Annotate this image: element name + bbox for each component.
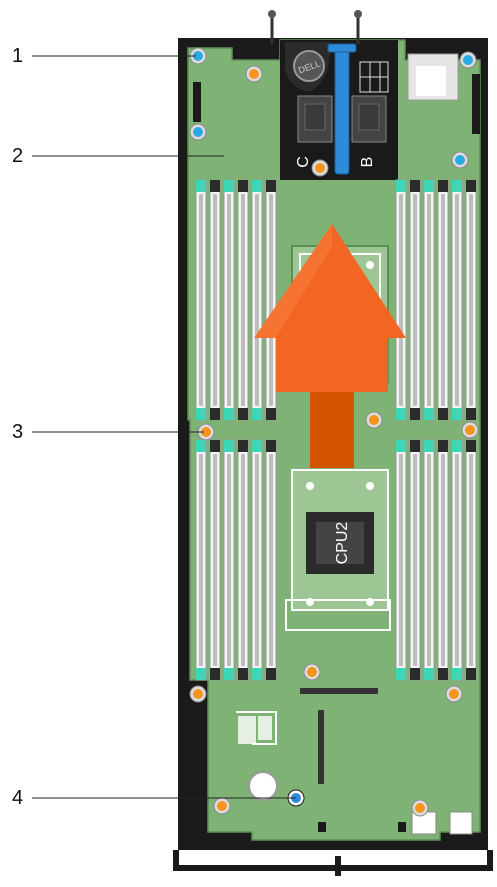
screw-head <box>369 415 379 425</box>
screw-head <box>465 425 475 435</box>
dimm-slot-latch <box>196 180 206 192</box>
dimm-slot-channel <box>255 454 259 666</box>
dimm-slot-latch <box>410 440 420 452</box>
dimm-slot-channel <box>199 454 203 666</box>
dimm-slot-latch <box>466 668 476 680</box>
screw-head <box>463 55 473 65</box>
cpu2-label: CPU2 <box>334 522 351 565</box>
dimm-slot-latch <box>238 668 248 680</box>
dimm-slot-channel <box>399 194 403 406</box>
dimm-slot-channel <box>227 454 231 666</box>
callout-3-number: 3 <box>12 422 23 442</box>
screw-head <box>193 689 203 699</box>
dimm-slot-latch <box>424 180 434 192</box>
dimm-slot-latch <box>224 408 234 420</box>
screw-head <box>193 127 203 137</box>
dimm-slot-latch <box>424 408 434 420</box>
dimm-slot-channel <box>269 194 273 406</box>
dimm-slot-channel <box>455 454 459 666</box>
dimm-slot-channel <box>469 194 473 406</box>
dimm-slot-latch <box>410 408 420 420</box>
dimm-slot-channel <box>199 194 203 406</box>
dimm-slot-latch <box>466 180 476 192</box>
screw-head <box>415 803 425 813</box>
screw-head <box>249 69 259 79</box>
dimm-slot-channel <box>413 454 417 666</box>
dimm-slot-latch <box>238 180 248 192</box>
dimm-slot-channel <box>441 194 445 406</box>
dimm-slot-latch <box>438 668 448 680</box>
dimm-slot-latch <box>410 180 420 192</box>
screw-head <box>307 667 317 677</box>
callout-4-number: 4 <box>12 788 23 808</box>
dimm-slot-channel <box>213 194 217 406</box>
dimm-slot-channel <box>441 454 445 666</box>
dimm-slot-channel <box>427 454 431 666</box>
dimm-slot-latch <box>424 668 434 680</box>
dimm-slot-latch <box>252 440 262 452</box>
dimm-slot-latch <box>210 408 220 420</box>
screw-head <box>315 163 325 173</box>
dimm-slot-channel <box>213 454 217 666</box>
dimm-slot-latch <box>452 408 462 420</box>
dimm-slot-latch <box>438 180 448 192</box>
dimm-slot-latch <box>396 668 406 680</box>
screw-head <box>449 689 459 699</box>
screw-head <box>455 155 465 165</box>
dimm-slot-latch <box>438 440 448 452</box>
dimm-slot-latch <box>196 440 206 452</box>
screw-head <box>217 801 227 811</box>
dimm-slot-channel <box>227 194 231 406</box>
dimm-slot-channel <box>241 194 245 406</box>
dimm-slot-latch <box>252 180 262 192</box>
dimm-slot-channel <box>455 194 459 406</box>
dimm-slot-latch <box>466 440 476 452</box>
mezz-label-b: B <box>359 157 376 168</box>
callout-1-number: 1 <box>12 46 23 66</box>
dimm-slot-latch <box>252 408 262 420</box>
dimm-slot-latch <box>396 180 406 192</box>
dimm-slot-latch <box>238 408 248 420</box>
cpu2-socket: CPU2 <box>286 470 390 630</box>
dimm-slot-latch <box>424 440 434 452</box>
dimm-slot-latch <box>396 408 406 420</box>
dimm-slot-latch <box>266 440 276 452</box>
dimm-slot-channel <box>241 454 245 666</box>
callout-2-number: 2 <box>12 146 23 166</box>
dimm-slot-channel <box>255 194 259 406</box>
dimm-slot-latch <box>266 668 276 680</box>
dimm-slot-latch <box>252 668 262 680</box>
dimm-slot-channel <box>469 454 473 666</box>
dimm-slot-latch <box>238 440 248 452</box>
dimm-slot-latch <box>452 180 462 192</box>
dimm-slot-latch <box>196 408 206 420</box>
dimm-slot-latch <box>396 440 406 452</box>
dimm-slot-latch <box>438 408 448 420</box>
dimm-slot-latch <box>224 440 234 452</box>
dimm-slot-latch <box>266 180 276 192</box>
dimm-slot-latch <box>210 668 220 680</box>
dimm-slot-latch <box>224 180 234 192</box>
dimm-slot-channel <box>269 454 273 666</box>
mezz-label-c: C <box>295 156 312 168</box>
dimm-slot-latch <box>466 408 476 420</box>
dimm-slot-latch <box>452 440 462 452</box>
dimm-slot-latch <box>224 668 234 680</box>
dimm-slot-latch <box>266 408 276 420</box>
dimm-slot-latch <box>410 668 420 680</box>
dimm-slot-latch <box>210 180 220 192</box>
dimm-slot-channel <box>399 454 403 666</box>
dimm-slot-channel <box>413 194 417 406</box>
dimm-slot-latch <box>210 440 220 452</box>
dimm-slot-latch <box>196 668 206 680</box>
dimm-slot-latch <box>452 668 462 680</box>
dimm-slot-channel <box>427 194 431 406</box>
